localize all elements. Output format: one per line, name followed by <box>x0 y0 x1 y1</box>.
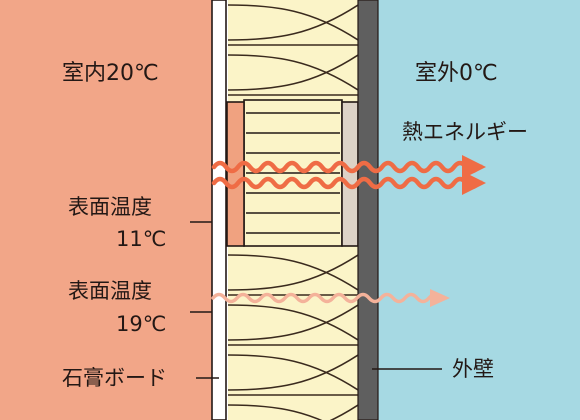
heat-arrow-lower-head <box>462 171 486 195</box>
heat-energy-label: 熱エネルギー <box>402 120 528 144</box>
heat-arrow-upper-head <box>462 155 486 179</box>
stud-outdoor <box>341 101 359 247</box>
heat-arrow-weak-head <box>430 289 450 307</box>
indoor-label: 室内20℃ <box>62 61 159 86</box>
surface-temp-1-value: 11℃ <box>116 227 166 251</box>
indoor-region <box>0 0 212 420</box>
surface-temp-2-value: 19℃ <box>116 312 166 336</box>
exterior-wall-layer <box>357 0 379 420</box>
heat-arrow-upper <box>211 160 483 174</box>
heat-arrow-weak <box>211 292 445 304</box>
outdoor-region <box>378 0 580 420</box>
gypsum-board-label: 石膏ボード <box>62 366 167 390</box>
surface-temp-1-title: 表面温度 <box>68 195 152 219</box>
outdoor-label: 室外0℃ <box>415 61 498 86</box>
surface-temp-2-title: 表面温度 <box>68 279 152 303</box>
stud-hatch <box>246 112 340 234</box>
gypsum-board-layer <box>211 0 227 420</box>
stud-indoor <box>226 101 245 247</box>
exterior-wall-label: 外壁 <box>452 357 494 381</box>
heat-arrow-lower <box>211 176 483 190</box>
